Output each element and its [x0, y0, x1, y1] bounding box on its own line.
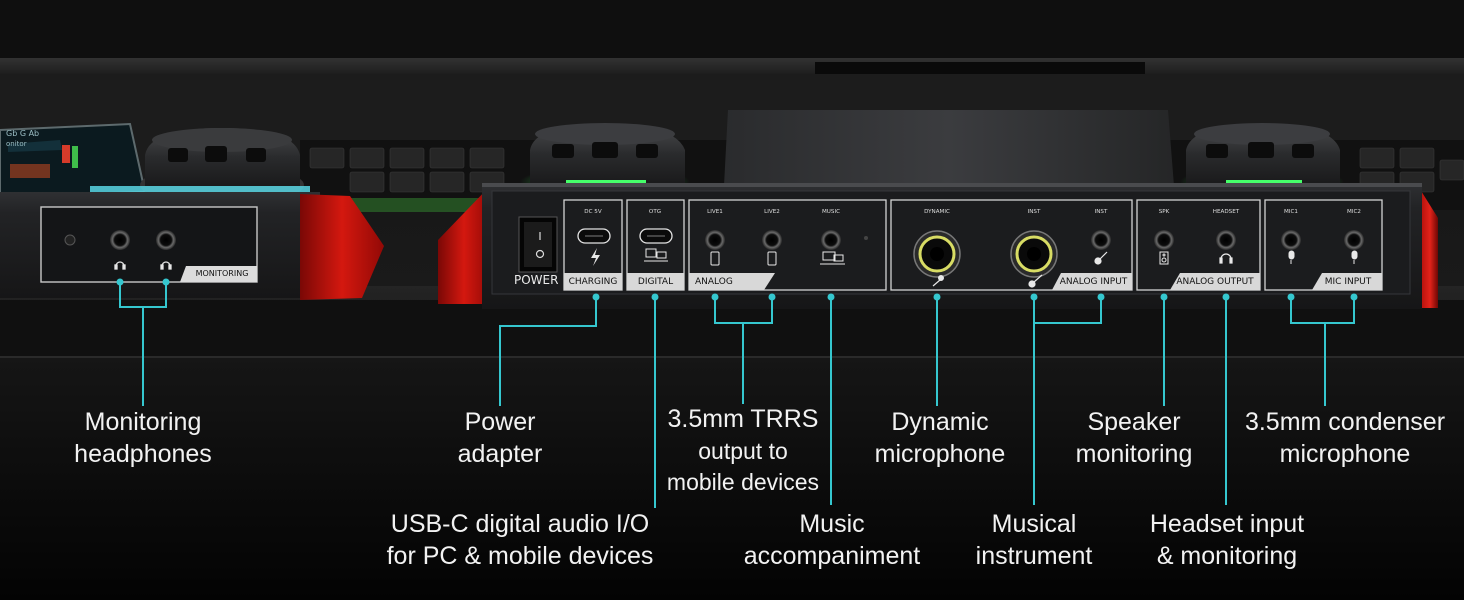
port-label-dc: DC 5V	[584, 209, 602, 215]
left-device	[0, 122, 384, 406]
section-label-charging: CHARGING	[568, 277, 618, 287]
section-label-analog: ANALOG	[695, 277, 733, 287]
port-label-dynamic: DYNAMIC	[924, 209, 950, 215]
laptop-icon	[820, 251, 845, 265]
port-label-live1: LIVE1	[707, 209, 723, 215]
top-shelf-edge	[0, 58, 1464, 74]
screen-text: onitor	[6, 140, 27, 148]
phone-icon	[710, 251, 777, 266]
port-label-headset: HEADSET	[1212, 209, 1240, 215]
desk-edge	[0, 300, 1464, 358]
port-label-mic2: MIC2	[1347, 209, 1361, 215]
microphone-icon	[932, 275, 944, 287]
headphone-icon	[114, 261, 172, 270]
port-label-otg: OTG	[648, 209, 662, 215]
spk-jack	[1154, 230, 1174, 250]
music-jack	[821, 230, 841, 250]
right-device	[438, 110, 1438, 309]
leader-lines	[499, 297, 1355, 508]
headset-jack	[1216, 230, 1236, 250]
power-label: POWER	[514, 273, 559, 287]
section-label-digital: DIGITAL	[637, 277, 674, 287]
mic2-jack	[1344, 230, 1364, 250]
inst-jack	[1091, 230, 1111, 250]
section-label-analog-output: ANALOG OUTPUT	[1176, 277, 1254, 287]
indicator-dot	[64, 234, 76, 246]
headset-icon	[1219, 253, 1233, 264]
live2-jack	[762, 230, 782, 250]
guitar-icon	[1094, 251, 1108, 265]
port-label-spk: SPK	[1158, 209, 1170, 215]
port-label-music: MUSIC	[821, 209, 841, 215]
leader-dots	[592, 293, 1358, 301]
analog-input-box	[890, 199, 1133, 291]
port-label-mic1: MIC1	[1284, 209, 1298, 215]
callout-headset-input: Headset input& monitoring	[1149, 510, 1305, 570]
lightning-icon	[591, 248, 600, 266]
guitar-icon	[1028, 274, 1043, 288]
devices-icon	[644, 248, 668, 262]
screen-text: Gb G Ab	[6, 129, 40, 138]
condenser-mic-icon	[1288, 250, 1358, 264]
headphone-jack-1	[110, 230, 130, 250]
speaker-icon	[1159, 251, 1169, 265]
desk-highlight	[0, 356, 1464, 358]
port-label-live2: LIVE2	[764, 209, 780, 215]
live1-jack	[705, 230, 725, 250]
section-label-analog-input: ANALOG INPUT	[1059, 277, 1128, 287]
monitoring-label: MONITORING	[195, 269, 249, 278]
analog-box	[688, 199, 887, 291]
mic1-jack	[1281, 230, 1301, 250]
port-label-inst: INST	[1094, 209, 1108, 215]
top-shelf	[0, 0, 1464, 58]
section-label-mic-input: MIC INPUT	[1324, 277, 1372, 287]
headphone-jack-2	[156, 230, 176, 250]
port-label-inst: INST	[1027, 209, 1041, 215]
